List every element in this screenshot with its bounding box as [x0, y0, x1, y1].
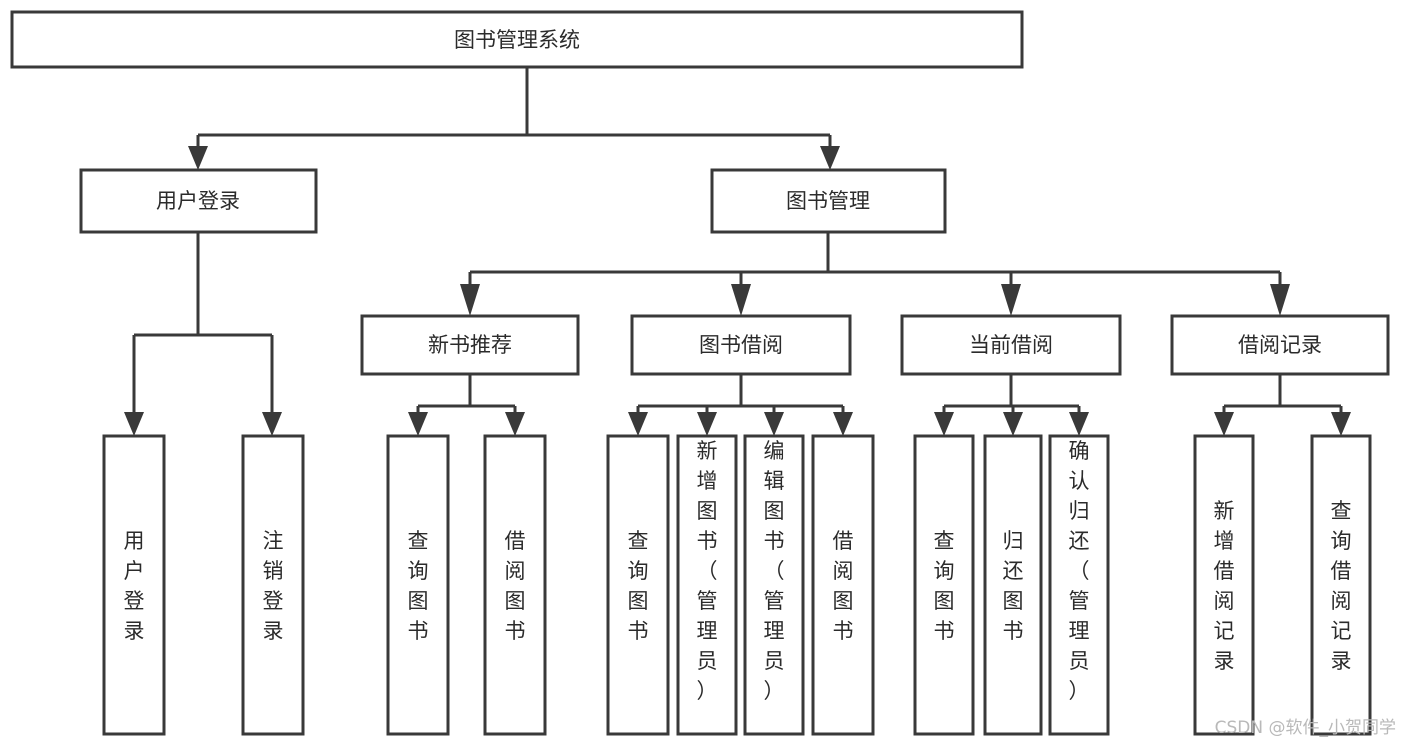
node-leaf-add-book-admin-label: 新增图书（管理员）: [697, 439, 718, 703]
arrowhead-icon: [262, 412, 282, 436]
arrowhead-icon: [460, 284, 480, 316]
leaf-nodes-layer: 用户登录 注销登录 查询图书 借阅图书 查询图书 新增图书（管理员）: [102, 434, 1372, 736]
node-leaf-edit-book-admin[interactable]: 编辑图书（管理员）: [743, 434, 805, 736]
arrowhead-icon: [188, 146, 208, 170]
connector-root-to-level2: [196, 67, 832, 160]
node-leaf-logout-box[interactable]: [241, 434, 305, 736]
node-current-borrow-label: 当前借阅: [969, 333, 1053, 357]
arrowhead-icon: [1069, 412, 1089, 436]
node-book-borrow-box[interactable]: [630, 314, 852, 376]
arrowhead-icon: [1331, 412, 1351, 436]
arrowhead-icon: [764, 412, 784, 436]
node-leaf-borrow-book-recommend-label: 借阅图书: [505, 529, 526, 643]
arrowhead-icon: [1001, 284, 1021, 316]
node-leaf-query-book-recommend[interactable]: 查询图书: [386, 434, 450, 736]
node-leaf-query-book[interactable]: 查询图书: [606, 434, 670, 736]
node-user-login-label: 用户登录: [156, 189, 240, 213]
node-root[interactable]: 图书管理系统: [10, 10, 1024, 69]
node-current-borrow[interactable]: 当前借阅: [900, 314, 1122, 376]
node-borrow-record[interactable]: 借阅记录: [1170, 314, 1390, 376]
node-borrow-record-label: 借阅记录: [1238, 333, 1322, 357]
node-user-login[interactable]: 用户登录: [79, 168, 318, 234]
node-leaf-add-borrow-record-box[interactable]: [1193, 434, 1255, 736]
arrowhead-icon: [934, 412, 954, 436]
connector-user-login-to-leaves: [132, 232, 274, 425]
node-root-label: 图书管理系统: [454, 28, 580, 52]
node-new-book-recommend-label: 新书推荐: [428, 333, 512, 357]
watermark-text: CSDN @软件_小贺同学: [1215, 718, 1396, 738]
node-leaf-borrow-book-recommend[interactable]: 借阅图书: [483, 434, 547, 736]
node-leaf-query-book-recommend-label: 查询图书: [408, 529, 429, 643]
node-leaf-user-login[interactable]: 用户登录: [102, 434, 166, 736]
node-leaf-query-borrow-record-box[interactable]: [1310, 434, 1372, 736]
node-book-management-label: 图书管理: [786, 189, 870, 213]
node-leaf-return-book-box[interactable]: [983, 434, 1043, 736]
node-new-book-recommend[interactable]: 新书推荐: [360, 314, 580, 376]
arrowhead-icon: [833, 412, 853, 436]
node-book-borrow[interactable]: 图书借阅: [630, 314, 852, 376]
node-book-management-box[interactable]: [710, 168, 947, 234]
node-new-book-recommend-box[interactable]: [360, 314, 580, 376]
node-leaf-return-book[interactable]: 归还图书: [983, 434, 1043, 736]
node-leaf-borrow-book-label: 借阅图书: [833, 529, 854, 643]
node-leaf-query-book-current-box[interactable]: [913, 434, 975, 736]
node-leaf-confirm-return-admin-box[interactable]: [1048, 434, 1110, 736]
arrowhead-icon: [820, 146, 840, 170]
node-leaf-return-book-label: 归还图书: [1003, 529, 1024, 643]
node-leaf-add-borrow-record[interactable]: 新增借阅记录: [1193, 434, 1255, 736]
arrowhead-icon: [697, 412, 717, 436]
node-leaf-logout[interactable]: 注销登录: [241, 434, 305, 736]
arrowhead-icon: [1270, 284, 1290, 316]
node-leaf-query-book-current[interactable]: 查询图书: [913, 434, 975, 736]
node-leaf-query-book-current-label: 查询图书: [934, 529, 955, 643]
node-book-management[interactable]: 图书管理: [710, 168, 947, 234]
node-leaf-borrow-book-recommend-box[interactable]: [483, 434, 547, 736]
node-leaf-add-borrow-record-label: 新增借阅记录: [1214, 499, 1235, 673]
arrowhead-icon: [124, 412, 144, 436]
node-user-login-box[interactable]: [79, 168, 318, 234]
node-leaf-confirm-return-admin[interactable]: 确认归还（管理员）: [1048, 434, 1110, 736]
arrowhead-icon: [408, 412, 428, 436]
node-leaf-edit-book-admin-label: 编辑图书（管理员）: [764, 439, 785, 703]
node-root-box[interactable]: [10, 10, 1024, 69]
node-leaf-borrow-book[interactable]: 借阅图书: [811, 434, 875, 736]
node-leaf-add-book-admin-box[interactable]: [676, 434, 738, 736]
node-leaf-logout-label: 注销登录: [263, 529, 284, 643]
node-leaf-borrow-book-box[interactable]: [811, 434, 875, 736]
node-leaf-query-borrow-record-label: 查询借阅记录: [1331, 499, 1352, 673]
node-leaf-user-login-label: 用户登录: [124, 529, 145, 643]
node-leaf-query-borrow-record[interactable]: 查询借阅记录: [1310, 434, 1372, 736]
connector-borrow-record-to-leaves: [1222, 374, 1343, 425]
node-leaf-query-book-recommend-box[interactable]: [386, 434, 450, 736]
connector-new-book-recommend-to-leaves: [416, 374, 517, 425]
node-book-borrow-label: 图书借阅: [699, 333, 783, 357]
arrowheads-layer: [124, 146, 1351, 436]
node-current-borrow-box[interactable]: [900, 314, 1122, 376]
arrowhead-icon: [505, 412, 525, 436]
arrowhead-icon: [1003, 412, 1023, 436]
arrowhead-icon: [628, 412, 648, 436]
node-leaf-query-book-label: 查询图书: [628, 529, 649, 643]
node-leaf-user-login-box[interactable]: [102, 434, 166, 736]
arrowhead-icon: [731, 284, 751, 316]
node-leaf-add-book-admin[interactable]: 新增图书（管理员）: [676, 434, 738, 736]
node-leaf-query-book-box[interactable]: [606, 434, 670, 736]
node-leaf-edit-book-admin-box[interactable]: [743, 434, 805, 736]
connector-book-borrow-to-leaves: [636, 374, 845, 425]
node-borrow-record-box[interactable]: [1170, 314, 1390, 376]
arrowhead-icon: [1214, 412, 1234, 436]
connector-book-management-to-level3: [468, 232, 1282, 305]
node-leaf-confirm-return-admin-label: 确认归还（管理员）: [1069, 439, 1090, 703]
